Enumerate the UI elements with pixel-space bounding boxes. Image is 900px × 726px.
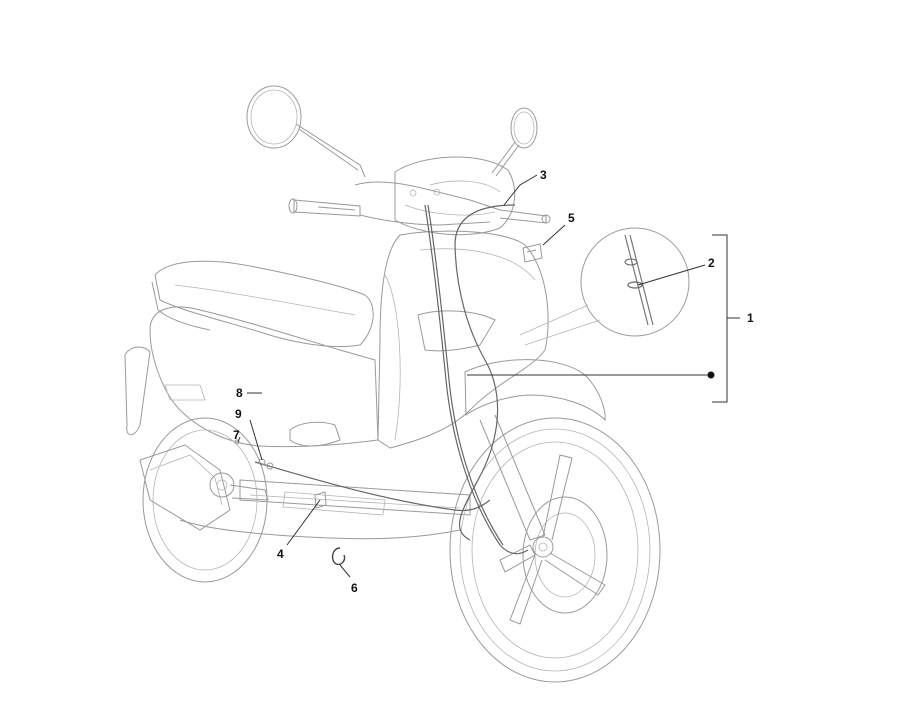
leader-lines: [237, 174, 706, 578]
grommet-4: [314, 491, 327, 509]
callout-3: 3: [540, 168, 547, 182]
callout-5: 5: [568, 211, 575, 225]
cable-clip-5: [522, 243, 543, 263]
rear-wheel: [139, 417, 269, 583]
fasteners-7-9: [234, 439, 274, 470]
bracket-1: [467, 234, 740, 403]
leg-shield: [377, 230, 549, 449]
speedometer-cable: [254, 204, 529, 555]
footboard: [179, 479, 471, 540]
callout-2: 2: [708, 256, 715, 270]
front-fairing: [394, 156, 516, 236]
rear-body: [124, 306, 379, 448]
left-mirror: [246, 85, 366, 178]
callout-1: 1: [747, 311, 754, 325]
right-mirror: [491, 107, 538, 177]
detail-view-circle: [519, 227, 690, 346]
callout-8: 8: [236, 386, 243, 400]
callout-4: 4: [277, 547, 284, 561]
callout-7: 7: [233, 428, 240, 442]
ring-6: [331, 547, 346, 566]
callout-6: 6: [351, 581, 358, 595]
callout-9: 9: [235, 407, 242, 421]
handlebar: [288, 181, 551, 226]
seat: [151, 260, 374, 348]
front-wheel: [449, 414, 661, 683]
front-fender: [464, 359, 606, 422]
